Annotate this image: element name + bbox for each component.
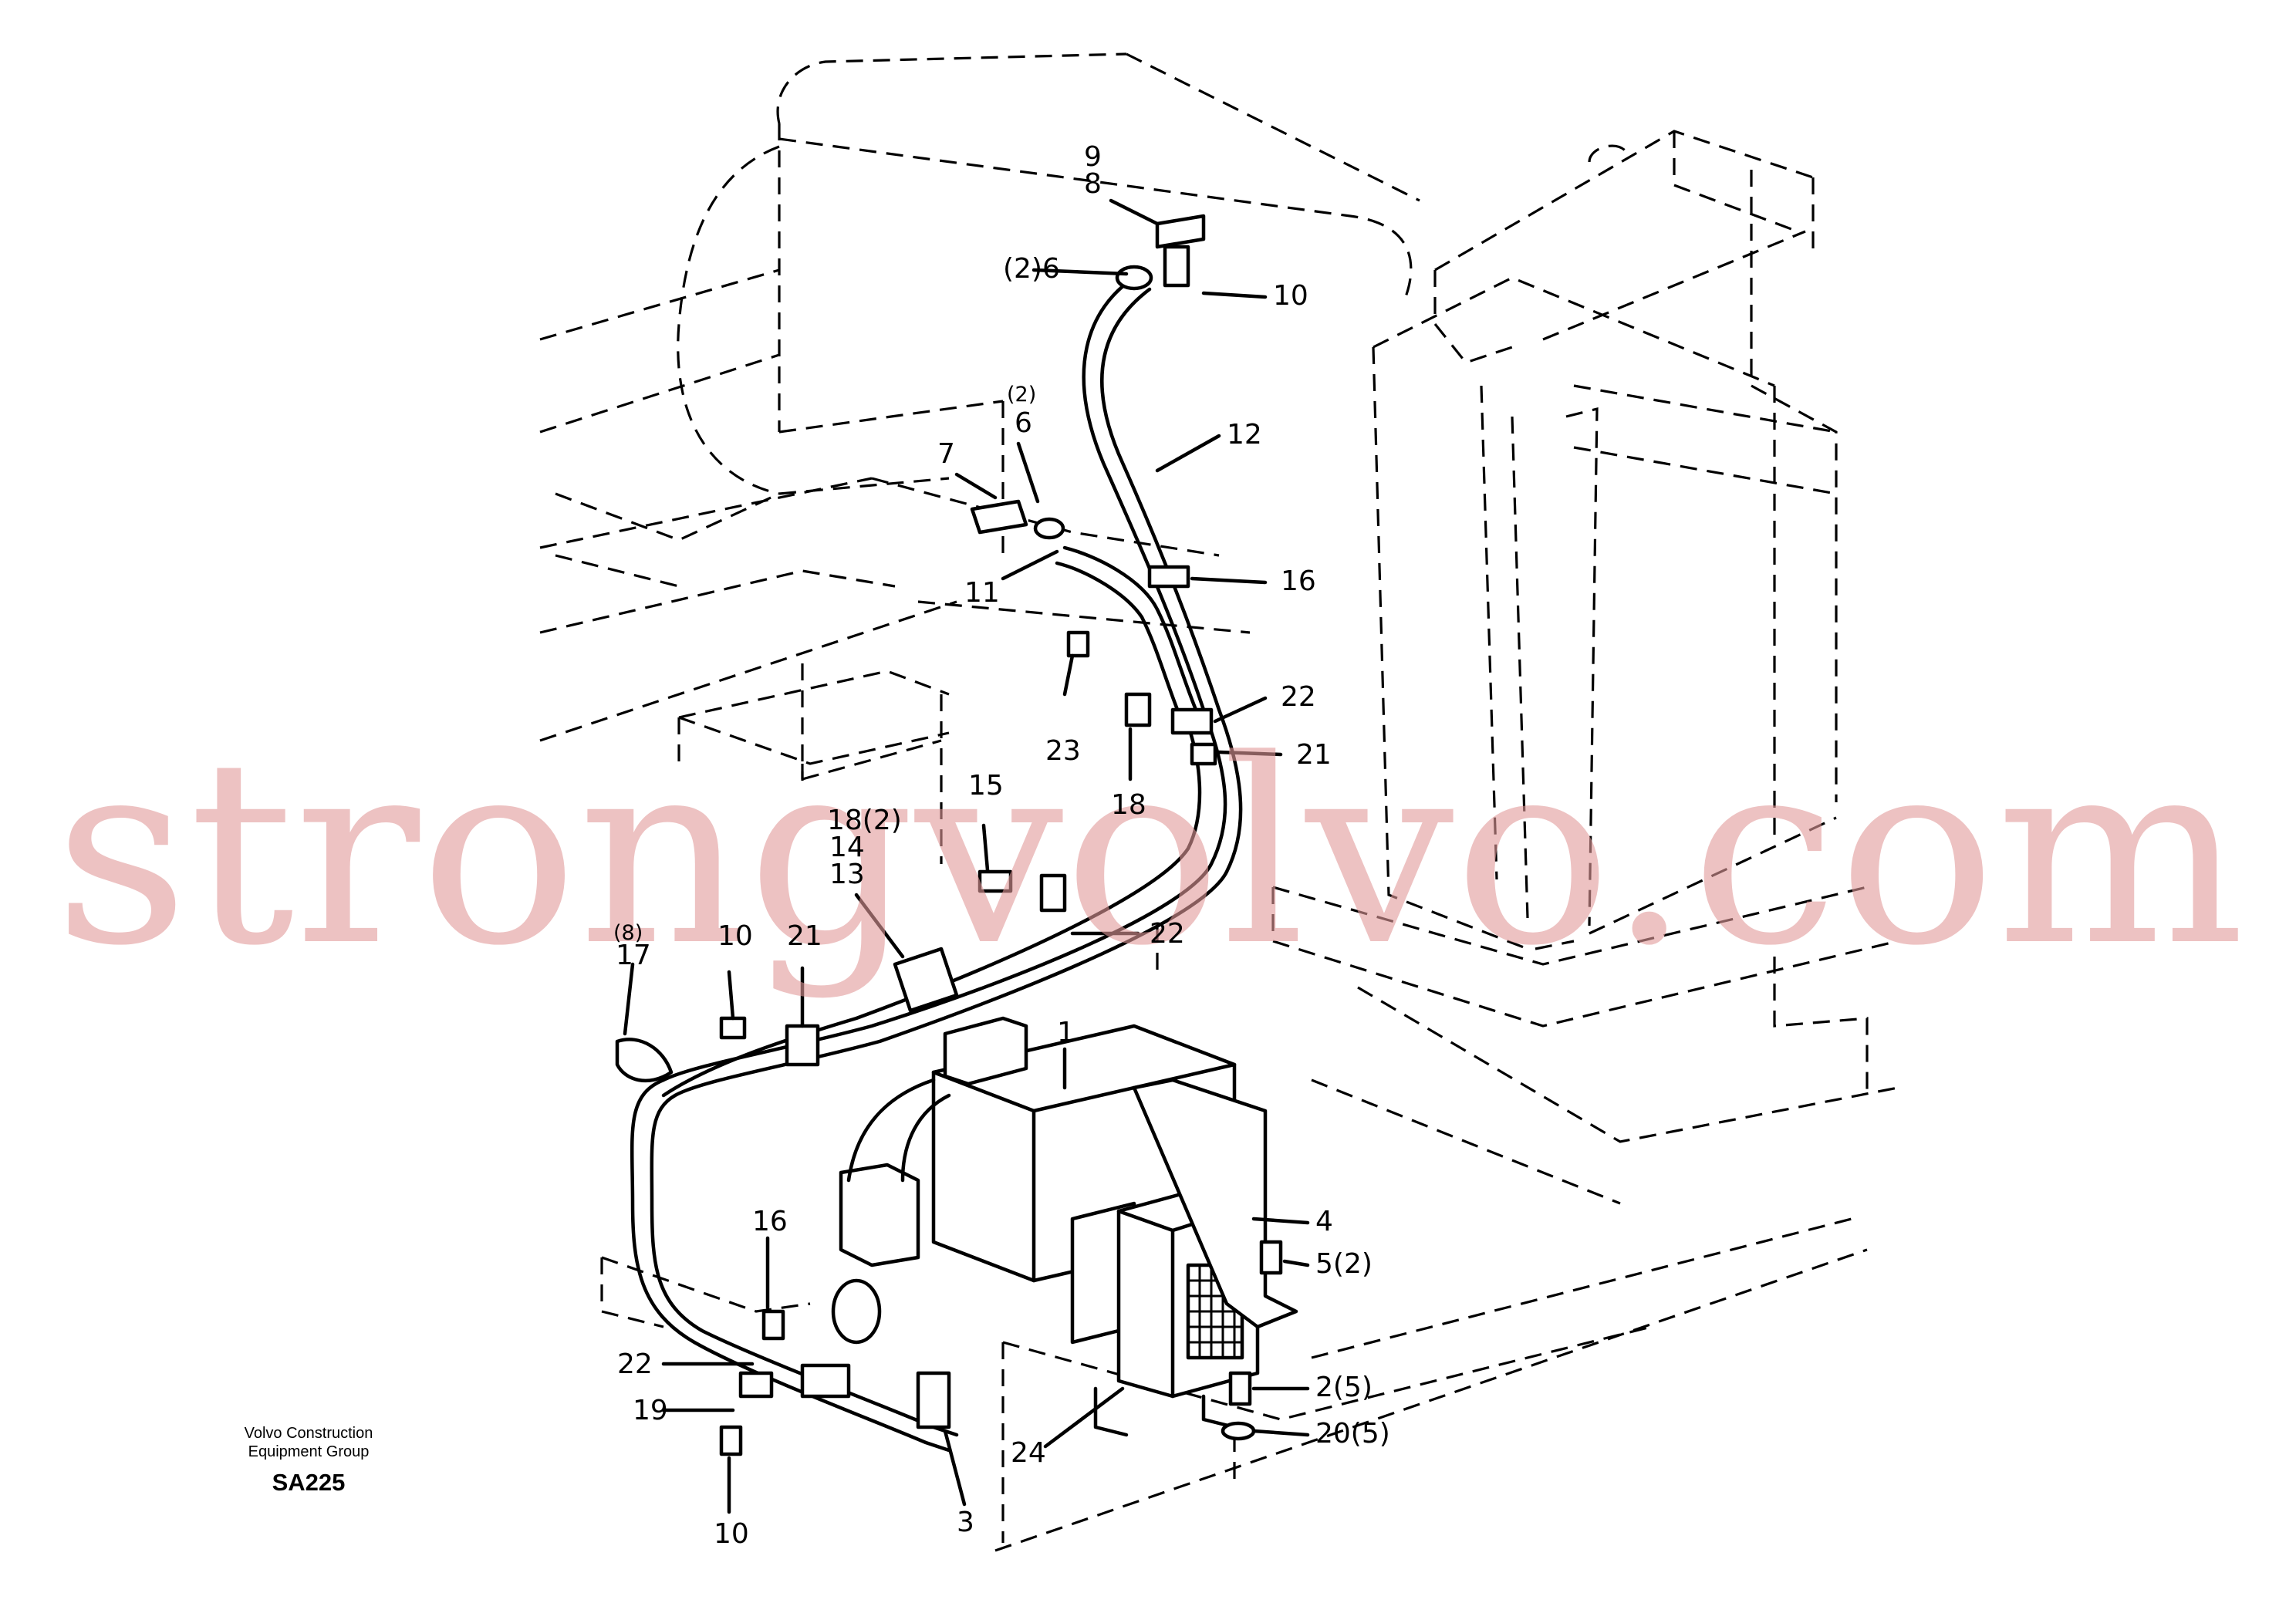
callout-12: 12 (1227, 419, 1262, 451)
callout-18: 18 (1111, 789, 1146, 821)
callout-22-upper: 22 (1281, 681, 1316, 713)
callout-6: 6 (1015, 407, 1032, 439)
manufacturer-caption: Volvo Construction Equipment Group SA225 (245, 1425, 373, 1496)
callout-4: 4 (1315, 1206, 1333, 1237)
callout-11: 11 (964, 577, 1000, 609)
callout-7: 7 (937, 438, 955, 470)
callout-10-top: 10 (1273, 280, 1308, 312)
callout-9: 9 (1084, 141, 1102, 173)
callout-14: 14 (829, 832, 865, 863)
callout-1: 1 (1057, 1017, 1075, 1048)
caption-line-1: Volvo Construction (245, 1425, 373, 1442)
background-machine-outline (539, 52, 1899, 1552)
callout-10-left: 10 (718, 920, 753, 952)
callout-22-middle: 22 (1150, 918, 1185, 950)
callout-21-left: 21 (787, 920, 822, 952)
callout-17: 17 (616, 940, 651, 971)
leader-lines (623, 198, 1310, 1514)
callout-3: 3 (957, 1507, 974, 1538)
callout-qty-2: (2) (1007, 383, 1036, 407)
callout-6-qty2: (2)6 (1003, 253, 1060, 285)
callout-19: 19 (633, 1395, 668, 1426)
small-parts (615, 214, 1283, 1456)
callout-15: 15 (968, 770, 1004, 802)
heater-unit (831, 1016, 1298, 1437)
watermark: strongvolvo.com (54, 705, 2245, 1001)
callout-labels: 9 8 (2)6 10 (2) 6 7 12 11 16 22 23 18 21… (613, 141, 1390, 1550)
heater-hoses (630, 275, 1243, 1453)
callout-20-qty5: 20(5) (1315, 1418, 1390, 1450)
callout-8: 8 (1084, 168, 1102, 200)
callout-10-bottom: 10 (714, 1518, 749, 1550)
callout-2-qty5: 2(5) (1315, 1372, 1373, 1403)
callout-21-right: 21 (1296, 739, 1332, 771)
callout-5-qty2: 5(2) (1315, 1248, 1373, 1280)
callout-qty-8: (8) (613, 921, 643, 945)
callout-22-lower: 22 (617, 1348, 653, 1380)
callout-23: 23 (1045, 735, 1081, 767)
callout-16-lower: 16 (752, 1206, 788, 1237)
diagram-code: SA225 (272, 1469, 346, 1496)
callout-16-upper: 16 (1281, 565, 1316, 597)
caption-line-2: Equipment Group (248, 1443, 370, 1460)
callout-24: 24 (1011, 1437, 1046, 1469)
callout-13: 13 (829, 859, 865, 890)
callout-18-qty2: 18(2) (827, 805, 902, 836)
